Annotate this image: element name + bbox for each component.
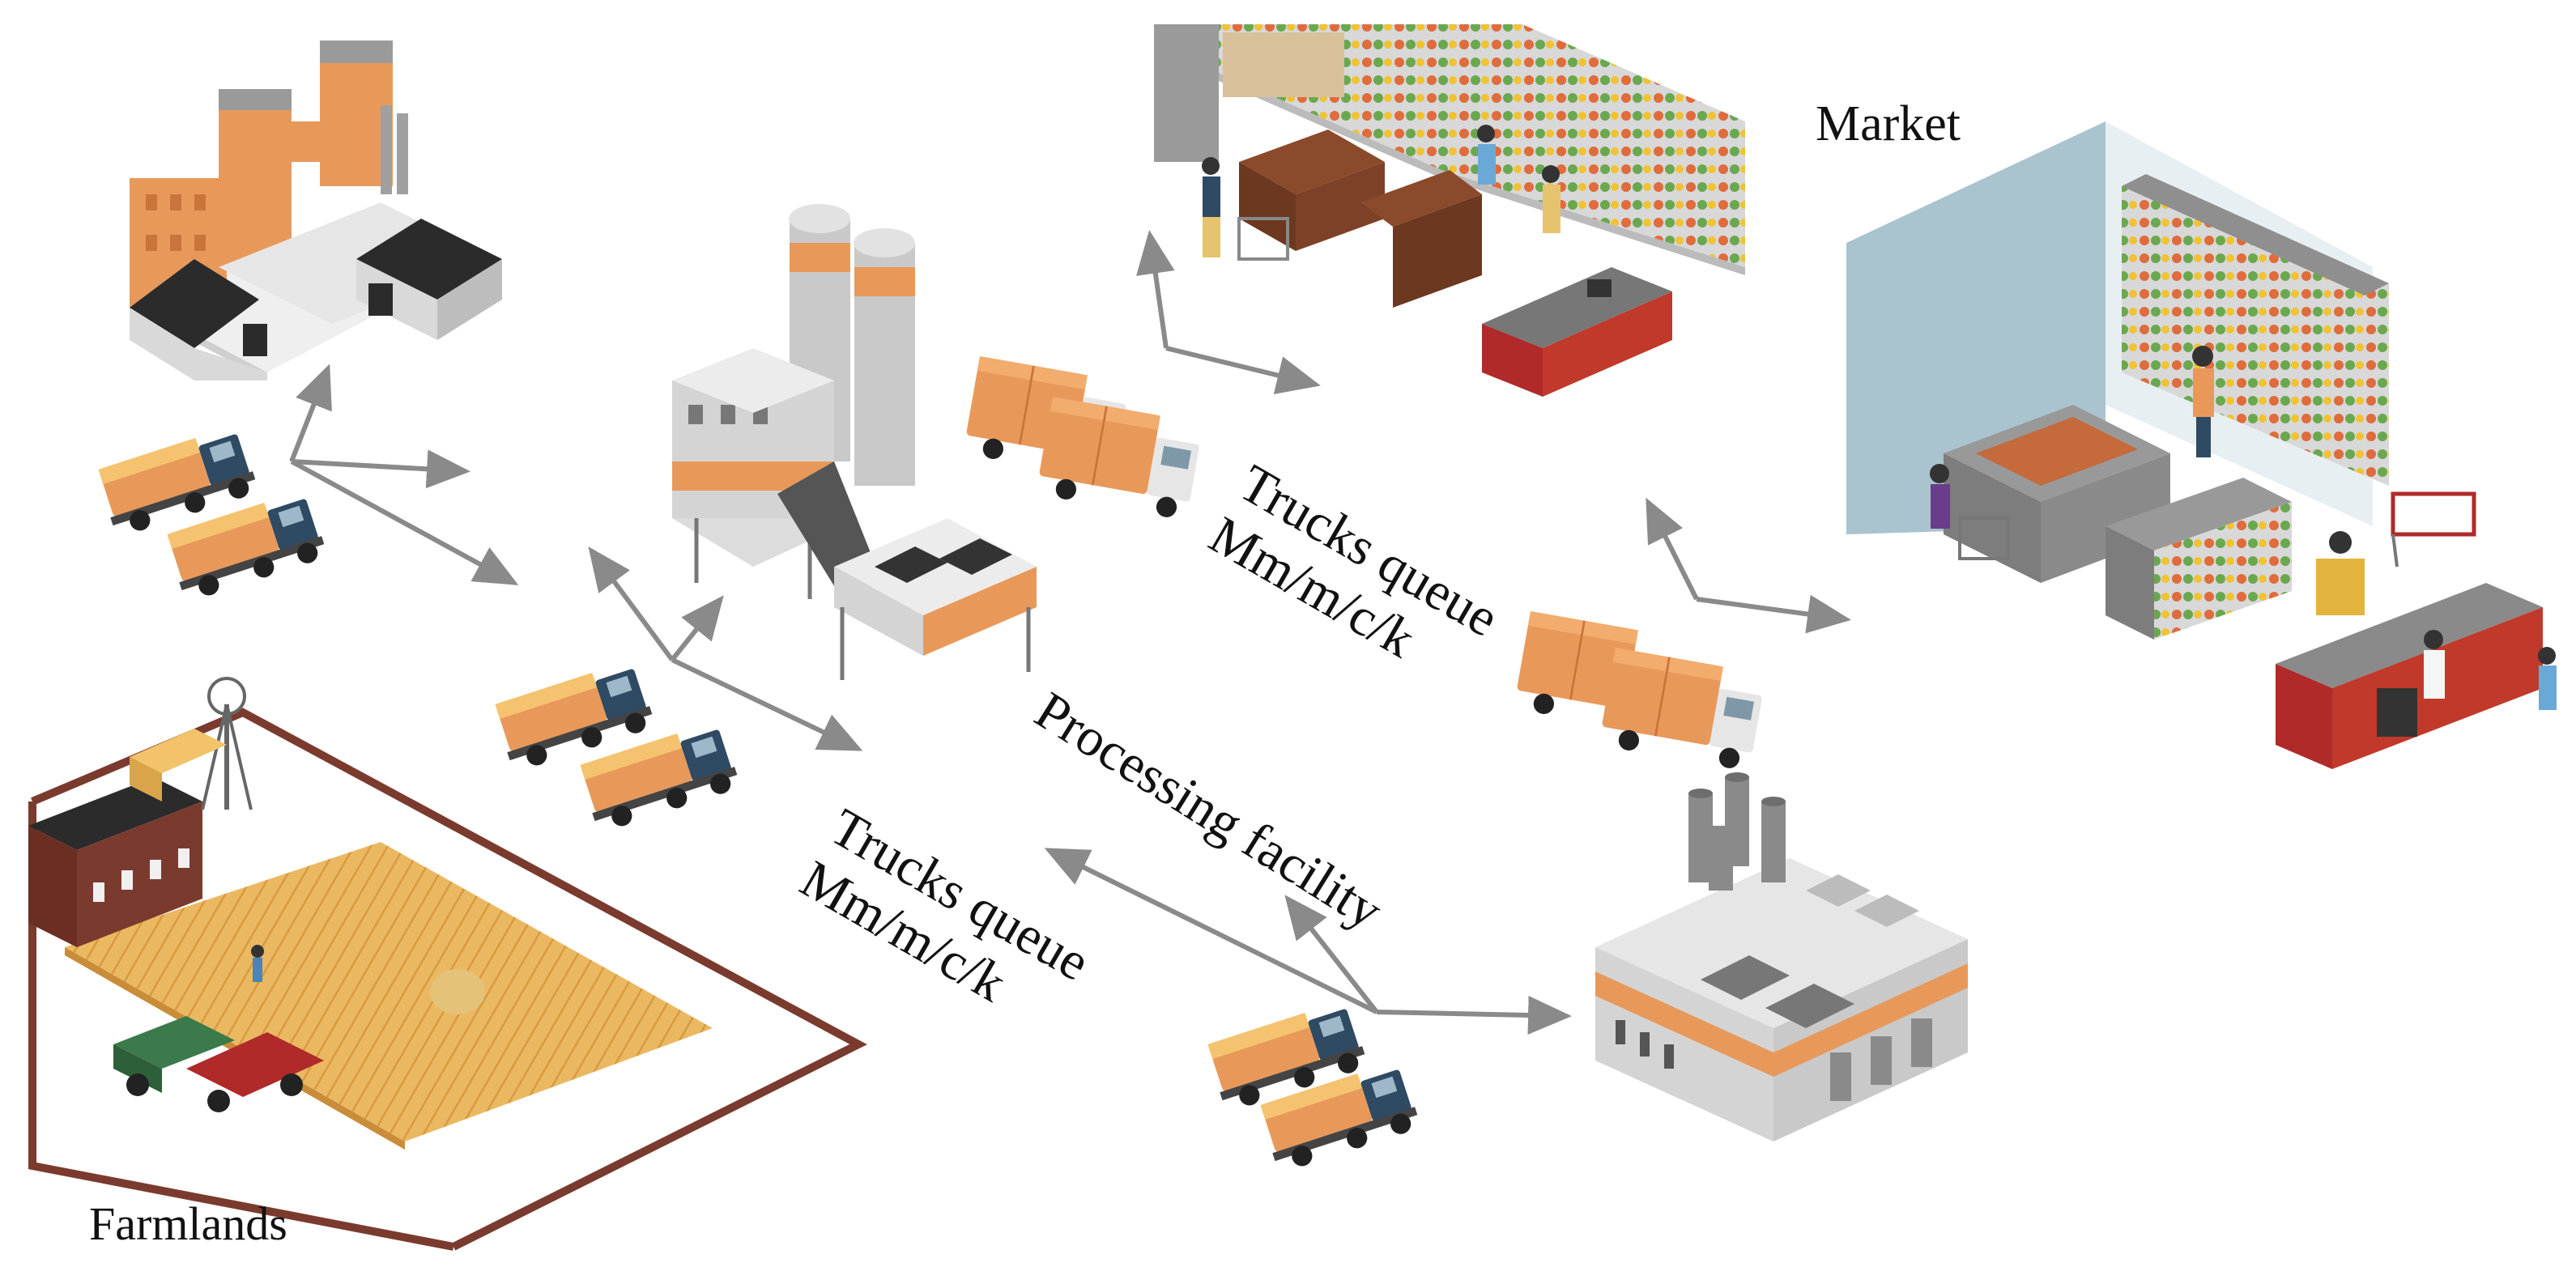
- arrow-store-right: [1165, 346, 1321, 394]
- farmland: [28, 677, 867, 1251]
- flow-arrows: [289, 230, 1851, 1035]
- box-trucks-to-store: [961, 355, 1205, 522]
- arrow-farm-up-left: [588, 546, 675, 661]
- arrow-to-mill-right: [291, 449, 470, 489]
- market-label: Market: [1816, 96, 1961, 151]
- arrow-farm-up-right: [670, 595, 724, 661]
- market-store: [1846, 121, 2557, 769]
- grain-trucks-farm-to-processing: [492, 659, 742, 835]
- arrow-farm-down-right: [671, 657, 863, 751]
- feed-mill-building: [130, 40, 502, 381]
- arrow-market-up: [1646, 497, 1699, 601]
- grocery-store-aisle: [1154, 24, 1745, 397]
- arrow-factory-to-queue: [1044, 848, 1378, 1014]
- box-trucks-to-market: [1512, 610, 1768, 773]
- arrow-factory-up: [1284, 895, 1379, 1014]
- grain-trucks-factory-queue: [1204, 999, 1422, 1175]
- arrow-market-right: [1696, 594, 1851, 634]
- arrow-to-feed-mill: [289, 364, 332, 463]
- arrow-store-up: [1136, 230, 1175, 349]
- arrow-to-processing: [290, 459, 519, 585]
- arrow-to-factory: [1376, 995, 1572, 1035]
- processing-facility-plant: [672, 204, 1037, 680]
- processing-factory-building: [1595, 772, 1968, 1142]
- farmlands-label: Farmlands: [89, 1197, 287, 1250]
